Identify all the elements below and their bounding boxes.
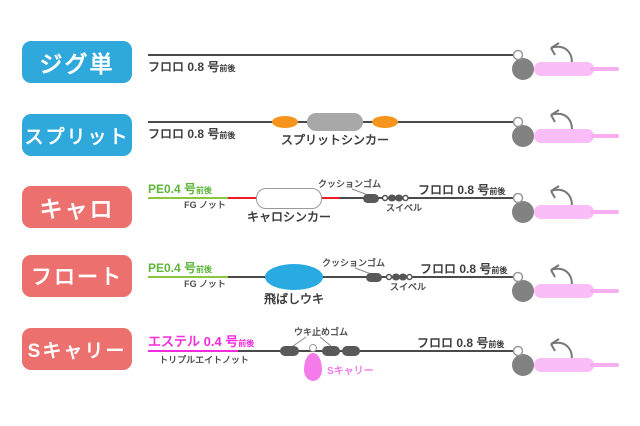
knot-label: FG ノット bbox=[184, 200, 226, 210]
float-stopper-bead bbox=[280, 346, 299, 356]
caro-red-line bbox=[228, 197, 258, 199]
line-label: フロロ 0.8 号前後 bbox=[148, 127, 236, 141]
jighead-worm-icon bbox=[505, 42, 619, 80]
split-sinker-label: スプリットシンカー bbox=[280, 133, 389, 147]
pe-line bbox=[148, 197, 228, 199]
pe-line-label: PE0.4 号前後 bbox=[148, 182, 213, 196]
caro-red-line bbox=[316, 197, 342, 199]
s-carry-label: Sキャリー bbox=[327, 366, 374, 377]
ester-line bbox=[148, 350, 238, 352]
swivel-icon bbox=[385, 273, 413, 281]
leader-label: フロロ 0.8 号前後 bbox=[418, 183, 506, 197]
stopper-label: ウキ止めゴム bbox=[293, 327, 348, 337]
leader-line bbox=[340, 197, 514, 199]
knot-label: FG ノット bbox=[184, 279, 226, 289]
rig-label-split: スプリット bbox=[22, 114, 132, 156]
casting-float-label: 飛ばしウキ bbox=[263, 292, 324, 306]
leader-label: フロロ 0.8 号前後 bbox=[420, 262, 508, 276]
leader-label: フロロ 0.8 号前後 bbox=[417, 336, 505, 350]
rubber-stopper-bead bbox=[372, 116, 398, 128]
split-sinker bbox=[307, 113, 363, 131]
casting-float bbox=[265, 264, 323, 290]
swivel-label: スイベル bbox=[385, 203, 422, 213]
main-line bbox=[148, 54, 514, 56]
pe-line bbox=[148, 276, 228, 278]
pointer-line bbox=[292, 336, 332, 347]
float-stopper-bead bbox=[342, 346, 360, 356]
s-carry-float-icon bbox=[304, 353, 322, 381]
pe-line-label: PE0.4 号前後 bbox=[148, 261, 213, 275]
rig-label-caro: キャロ bbox=[22, 186, 132, 228]
knot-label: トリプルエイトノット bbox=[159, 355, 249, 365]
leader-line bbox=[238, 350, 514, 352]
caro-sinker-label: キャロシンカー bbox=[246, 210, 331, 224]
cushion-rubber-bead bbox=[363, 194, 379, 203]
rig-label-jigtan: ジグ単 bbox=[22, 41, 132, 83]
swivel-label: スイベル bbox=[389, 282, 426, 292]
rig-label-scarry: Sキャリー bbox=[22, 328, 132, 370]
float-stopper-bead bbox=[322, 346, 340, 356]
attachment-ring bbox=[309, 344, 317, 352]
jighead-worm-icon bbox=[505, 338, 619, 376]
jighead-worm-icon bbox=[505, 264, 619, 302]
jighead-worm-icon bbox=[505, 109, 619, 147]
jighead-worm-icon bbox=[505, 185, 619, 223]
rig-label-float: フロート bbox=[22, 255, 132, 297]
cushion-label: クッションゴム bbox=[322, 258, 386, 268]
ester-line-label: エステル 0.4 号前後 bbox=[148, 334, 255, 349]
line-label: フロロ 0.8 号前後 bbox=[148, 60, 236, 74]
caro-sinker bbox=[256, 188, 322, 209]
rubber-stopper-bead bbox=[272, 116, 298, 128]
cushion-label: クッションゴム bbox=[318, 179, 382, 189]
swivel-icon bbox=[381, 194, 409, 202]
cushion-rubber-bead bbox=[366, 273, 382, 282]
